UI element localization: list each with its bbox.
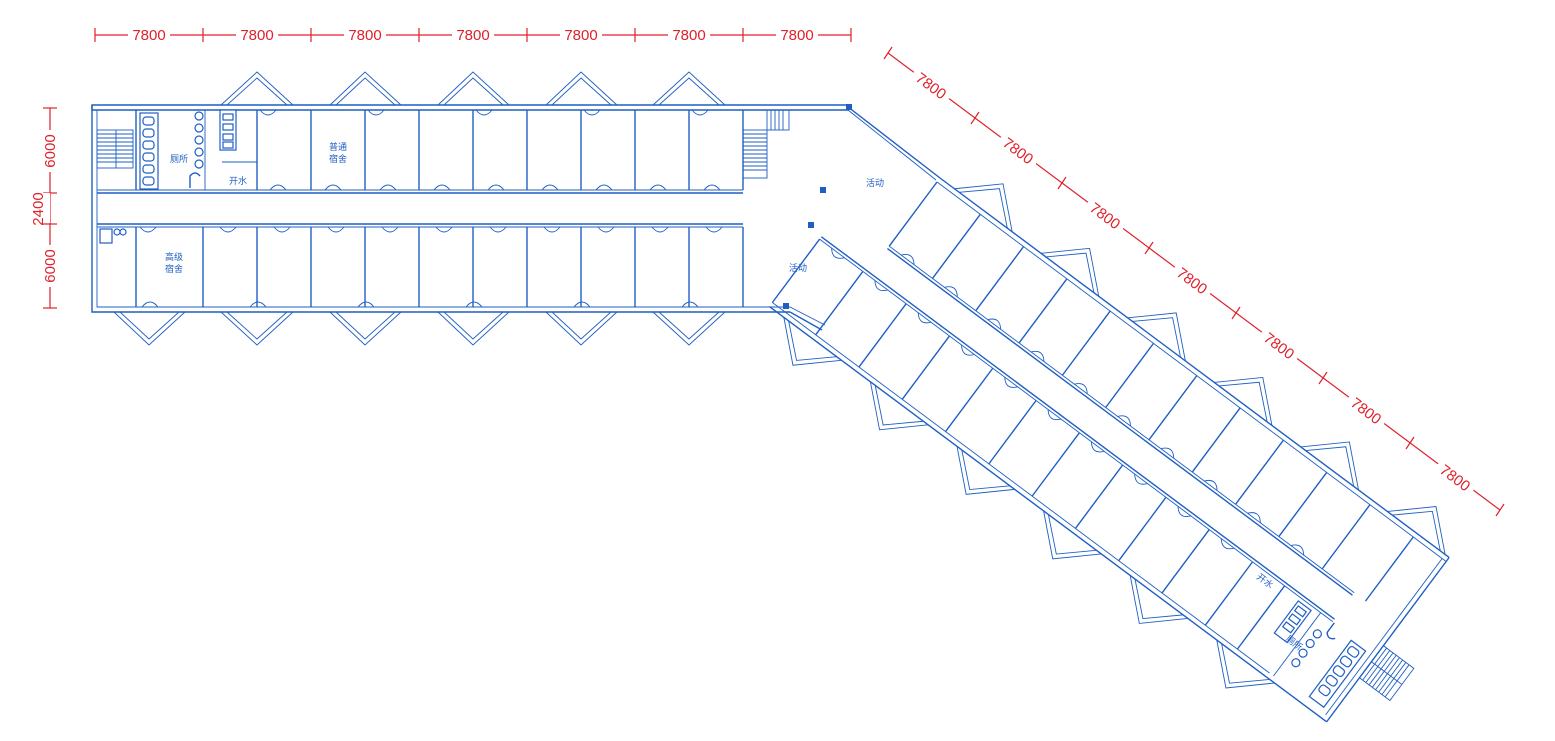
north-bay-windows xyxy=(220,71,726,106)
label-toilet-west: 厕所 xyxy=(170,154,188,165)
north-doors xyxy=(259,109,721,191)
south-bay-windows xyxy=(113,311,726,346)
south-doors xyxy=(139,226,723,308)
column-marker xyxy=(783,303,789,309)
top-dim-7: 7800 xyxy=(780,27,813,44)
toilet-fixtures-west xyxy=(99,109,257,244)
column-marker xyxy=(808,222,814,228)
column-marker xyxy=(820,187,826,193)
label-activity-2: 活动 xyxy=(789,262,807,274)
diag-south-partitions xyxy=(771,238,1286,650)
left-dimension-chain: 6000 2400 6000 xyxy=(30,107,60,309)
top-dim-5: 7800 xyxy=(564,27,597,44)
diag-south-bays xyxy=(783,317,1275,689)
top-dim-3: 7800 xyxy=(348,27,381,44)
south-room-partitions xyxy=(135,227,744,307)
diag-north-bays xyxy=(954,183,1446,555)
toilet-fixtures-east xyxy=(1273,600,1367,709)
left-dim-2: 2400 xyxy=(30,192,47,225)
label-senior-dorm: 高级宿舍 xyxy=(165,251,183,275)
diag-doors xyxy=(831,248,1305,556)
diagonal-wing xyxy=(768,177,1450,723)
horizontal-wing xyxy=(91,71,852,346)
diag-north-partitions xyxy=(888,181,1414,602)
top-dim-2: 7800 xyxy=(240,27,273,44)
left-dim-3: 6000 xyxy=(42,249,59,282)
diag-east-stair xyxy=(1358,645,1415,702)
label-activity-1: 活动 xyxy=(866,177,884,189)
top-dim-1: 7800 xyxy=(132,27,165,44)
east-stair xyxy=(742,109,790,179)
label-boiled-water-west: 开水 xyxy=(229,175,247,187)
diagonal-dimension-chain: 7800 7800 7800 7800 7800 7800 7800 xyxy=(883,46,1505,517)
top-dimension-chain: 7800 7800 7800 7800 7800 7800 7800 xyxy=(94,25,852,44)
top-dim-4: 7800 xyxy=(456,27,489,44)
label-normal-dorm: 普通宿舍 xyxy=(329,141,347,165)
left-dim-1: 6000 xyxy=(42,134,59,167)
top-dim-6: 7800 xyxy=(672,27,705,44)
west-stair xyxy=(96,129,134,169)
junction-hall xyxy=(789,104,941,331)
